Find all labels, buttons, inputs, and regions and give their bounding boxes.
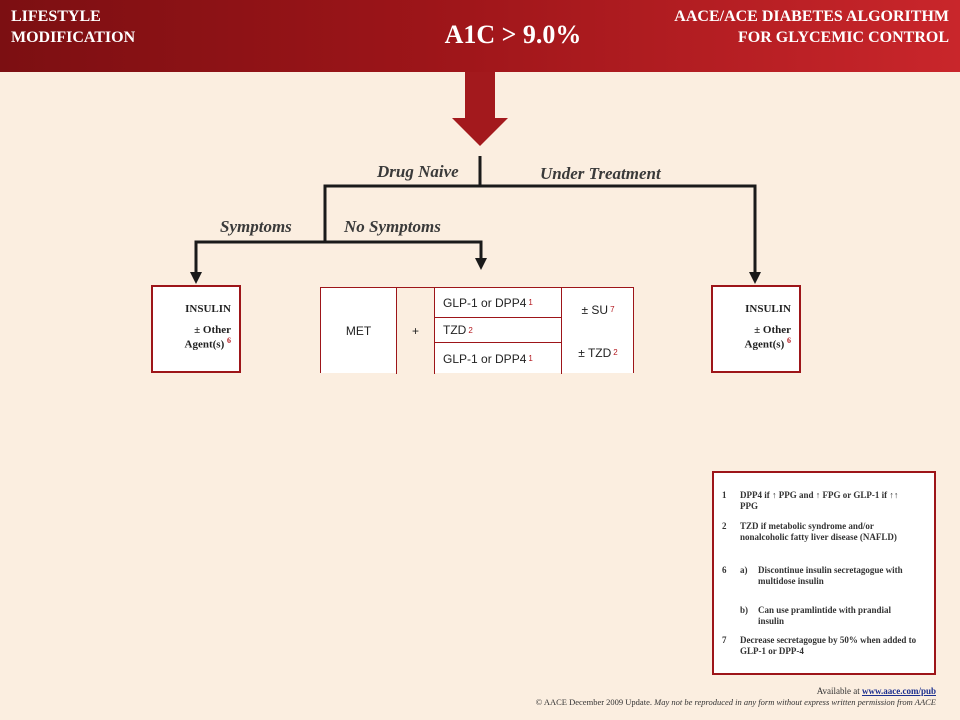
availability-note: Available at www.aace.com/pub <box>816 686 936 696</box>
algorithm-title: AACE/ACE DIABETES ALGORITHM FOR GLYCEMIC… <box>674 8 949 46</box>
no-symptoms-label: No Symptoms <box>344 217 441 236</box>
footnote-ref: 1 <box>528 298 533 307</box>
up-arrow-icon: ↑ <box>772 490 777 500</box>
under-treatment-label: Under Treatment <box>540 164 661 183</box>
arrowhead-no-symptoms-icon <box>475 258 487 270</box>
agents-line: Agent(s) 6 <box>744 336 791 351</box>
aace-link[interactable]: www.aace.com/pub <box>862 686 936 696</box>
footnote-ref: 6 <box>787 336 791 345</box>
met-cell: MET <box>321 288 397 374</box>
header-bar: LIFESTYLE MODIFICATION A1C > 9.0% AACE/A… <box>0 0 960 72</box>
drug-naive-label: Drug Naive <box>377 162 459 181</box>
main-down-arrow-icon <box>452 72 508 146</box>
a1c-title: A1C > 9.0% <box>444 20 582 49</box>
insulin-box-under-treatment: INSULIN ± Other Agent(s) 6 <box>711 285 801 373</box>
no-symptoms-connector <box>325 240 483 262</box>
other-agents-line: ± Other <box>194 324 231 336</box>
lifestyle-modification-label: LIFESTYLE MODIFICATION <box>11 8 136 46</box>
symptoms-connector <box>194 240 325 276</box>
double-up-arrow-icon: ↑↑ <box>889 490 899 500</box>
arrowhead-under-treatment-icon <box>749 272 761 284</box>
plus-cell: + <box>397 288 435 374</box>
insulin-box-symptoms: INSULIN ± Other Agent(s) 6 <box>151 285 241 373</box>
split-connector <box>323 156 482 242</box>
footnote-ref: 7 <box>610 305 615 314</box>
footnote-ref: 2 <box>613 348 618 357</box>
insulin-title: INSULIN <box>185 303 231 315</box>
copyright-line: © AACE December 2009 Update. May not be … <box>535 697 936 707</box>
footnote-ref: 6 <box>227 336 231 345</box>
symptoms-label: Symptoms <box>220 217 292 236</box>
under-treatment-connector <box>480 184 757 276</box>
footnote-ref: 1 <box>528 354 533 363</box>
insulin-title: INSULIN <box>745 303 791 315</box>
agents-line: Agent(s) 6 <box>184 336 231 351</box>
arrowhead-symptoms-icon <box>190 272 202 284</box>
footnotes-box: 1 DPP4 if ↑ PPG and ↑ FPG or GLP-1 if ↑↑… <box>712 471 936 675</box>
other-agents-line: ± Other <box>754 324 791 336</box>
footnote-ref: 2 <box>468 325 473 335</box>
up-arrow-icon: ↑ <box>815 490 821 500</box>
